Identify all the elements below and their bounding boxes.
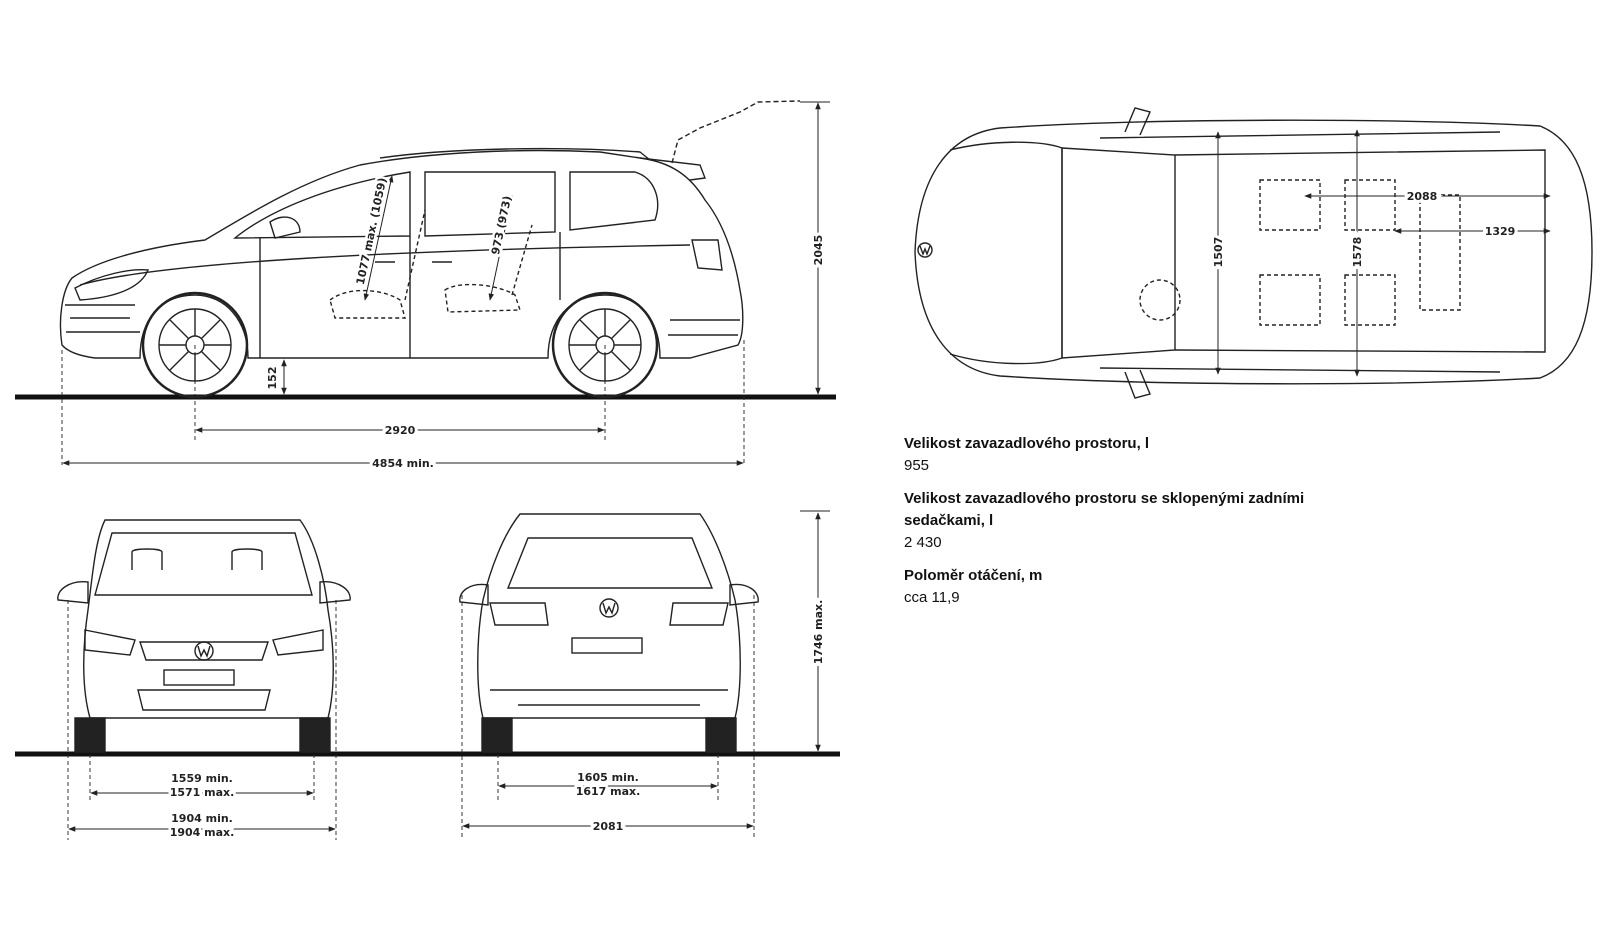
vw-logo-icon (917, 242, 933, 258)
rear-tires (481, 717, 737, 753)
top-windshield (1061, 147, 1176, 359)
front-extension-lines (67, 600, 337, 840)
front-dimension-labels: 1559 min. 1571 max. 1904 min. 1904 max. (167, 772, 237, 842)
spec-value: 955 (904, 457, 930, 474)
front-seat-icon (131, 548, 263, 570)
front-body-outline (83, 519, 334, 719)
steering-wheel (1139, 279, 1181, 321)
spec-value: 2 430 (904, 534, 942, 551)
top-1329-label: 1329 (1485, 225, 1516, 238)
rear-track-max-label: 1617 max. (576, 785, 641, 798)
rear-lights-view (489, 602, 729, 626)
side-view (15, 100, 836, 466)
side-windows (232, 171, 659, 239)
rear-window (506, 537, 714, 589)
seat-icon (329, 283, 521, 319)
vw-logo-icon (194, 641, 214, 661)
front-headroom-dim-line (363, 175, 394, 301)
side-body-outline (59, 149, 744, 359)
top-2088-label: 2088 (1407, 190, 1438, 203)
front-headlight (74, 268, 149, 301)
front-width-min-label: 1904 min. (171, 812, 233, 825)
front-headlights (84, 629, 324, 656)
front-plate (163, 669, 235, 686)
rear-bumper-view (490, 689, 728, 706)
rear-mirror-icon (459, 583, 759, 606)
length-label: 4854 min. (372, 457, 434, 470)
spec-label: Velikost zavazadlového prostoru, l (904, 435, 1150, 452)
top-view (914, 107, 1593, 399)
spec-cargo-volume-folded: Velikost zavazadlového prostoru se sklop… (904, 488, 1324, 554)
rear-width-label: 2081 (593, 820, 624, 833)
rear-body-outline (477, 513, 741, 719)
rear-headroom-dim-line (488, 195, 514, 301)
rear-light (691, 239, 723, 271)
rear-dimension-labels: 1605 min. 1617 max. 2081 1746 max. (573, 597, 828, 836)
front-mirror-icon (57, 581, 351, 604)
wheelbase-label: 2920 (385, 424, 416, 437)
top-rails (1099, 131, 1501, 373)
front-windshield (94, 532, 313, 596)
side-dimension-labels: 2920 4854 min. 2045 152 1077 max. (1059)… (266, 174, 828, 473)
front-grille (65, 304, 140, 333)
top-body-outline (914, 119, 1593, 385)
spec-list: Velikost zavazadlového prostoru, l 955 V… (904, 433, 1324, 620)
front-track-min-label: 1559 min. (171, 772, 233, 785)
top-1507-label: 1507 (1212, 237, 1225, 268)
rear-track-min-label: 1605 min. (577, 771, 639, 784)
front-width-max-label: 1904 max. (170, 826, 235, 839)
spec-value: cca 11,9 (904, 589, 960, 606)
clearance-label: 152 (266, 367, 279, 390)
side-extension-lines (61, 340, 745, 465)
spec-label: Velikost zavazadlového prostoru se sklop… (904, 490, 1305, 529)
mirror-icon-top (1124, 107, 1151, 399)
front-track-max-label: 1571 max. (170, 786, 235, 799)
door-lines (259, 232, 561, 358)
belt-line (79, 244, 691, 286)
top-hood (949, 141, 1063, 365)
front-view (15, 519, 840, 840)
front-tires (74, 717, 331, 753)
roof-rail (379, 147, 651, 161)
open-tailgate-outline (671, 100, 801, 164)
top-roof (1174, 149, 1546, 353)
front-grille-view (137, 641, 271, 711)
rear-bumper (668, 319, 740, 336)
vw-logo-icon (599, 598, 619, 618)
height-label: 2045 (812, 235, 825, 266)
rear-view (459, 510, 830, 840)
top-dimension-labels: 2088 1329 1507 1578 (1209, 187, 1518, 270)
rear-height-label: 1746 max. (812, 600, 825, 665)
rear-plate (571, 637, 643, 654)
rear-extension-lines (461, 595, 755, 840)
spec-turning-radius: Poloměr otáčení, m cca 11,9 (904, 565, 1324, 609)
top-1578-label: 1578 (1351, 237, 1364, 268)
spec-cargo-volume: Velikost zavazadlového prostoru, l 955 (904, 433, 1324, 477)
rear-headroom-label: 973 (973) (489, 195, 514, 256)
spec-label: Poloměr otáčení, m (904, 567, 1043, 584)
mirror-icon (269, 216, 301, 239)
rear-spoiler (639, 157, 706, 181)
seat-backs (404, 209, 533, 301)
